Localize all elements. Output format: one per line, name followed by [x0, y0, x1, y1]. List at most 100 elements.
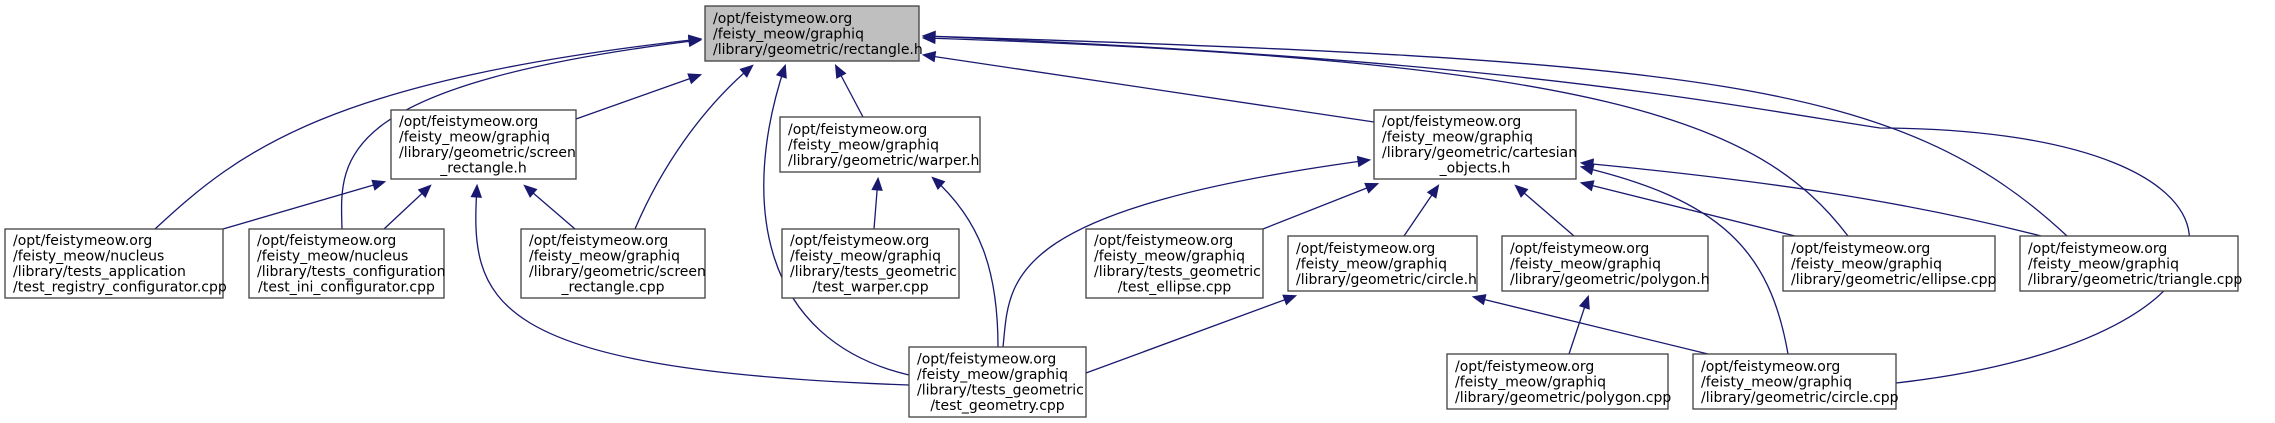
node-label-line: /opt/feistymeow.org — [399, 114, 538, 130]
node-ellipse-cpp[interactable]: /opt/feistymeow.org/feisty_meow/graphiq/… — [1782, 235, 1996, 292]
edge-circle_cpp-to-cartesian_objects_h — [1579, 164, 1789, 355]
node-box — [1085, 228, 1264, 299]
arrowhead-icon — [739, 64, 754, 78]
node-label-line: /test_warper.cpp — [812, 280, 928, 296]
arrowhead-icon — [921, 51, 937, 63]
node-test-geometry-cpp[interactable]: /opt/feistymeow.org/feisty_meow/graphiq/… — [908, 346, 1087, 418]
node-label-line: /feisty_meow/graphiq — [2028, 256, 2179, 272]
node-box — [779, 116, 981, 173]
node-label-line: /feisty_meow/graphiq — [713, 26, 864, 42]
node-label-line: /opt/feistymeow.org — [2028, 241, 2167, 257]
node-box — [908, 346, 1087, 418]
node-label-line: /feisty_meow/graphiq — [790, 249, 941, 265]
edge-circle_cpp-to-rectangle_h — [921, 30, 2191, 384]
node-polygon-cpp[interactable]: /opt/feistymeow.org/feisty_meow/graphiq/… — [1446, 353, 1671, 410]
node-label-line: /feisty_meow/graphiq — [1455, 374, 1606, 390]
edge-line — [1002, 159, 1370, 348]
node-triangle-cpp[interactable]: /opt/feistymeow.org/feisty_meow/graphiq/… — [2019, 235, 2242, 292]
node-rectangle-h[interactable]: /opt/feistymeow.org/feisty_meow/graphiq/… — [704, 5, 923, 62]
arrowhead-icon — [775, 63, 787, 79]
node-label-line: /opt/feistymeow.org — [788, 122, 927, 138]
node-box — [1501, 235, 1709, 292]
node-box — [1373, 109, 1577, 180]
node-label-line: /library/geometric/circle.cpp — [1701, 390, 1899, 406]
edge-screen_rectangle_cpp-to-screen_rectangle_h — [523, 184, 576, 230]
edge-test_ini_configurator_cpp-to-screen_rectangle_h — [383, 184, 432, 230]
edge-line — [923, 35, 2068, 237]
node-label-line: /feisty_meow/graphiq — [1094, 249, 1245, 265]
arrowhead-icon — [1471, 294, 1487, 306]
node-label-line: /library/geometric/screen — [529, 264, 706, 280]
arrowhead-icon — [417, 184, 432, 199]
edge-warper_h-to-rectangle_h — [834, 63, 864, 118]
node-label-line: /opt/feistymeow.org — [1382, 114, 1521, 130]
node-circle-h[interactable]: /opt/feistymeow.org/feisty_meow/graphiq/… — [1287, 235, 1478, 292]
edge-line — [475, 185, 910, 386]
node-label-line: /opt/feistymeow.org — [1455, 359, 1594, 375]
node-test-registry-configurator-cpp[interactable]: /opt/feistymeow.org/feisty_meow/nucleus/… — [4, 228, 227, 299]
edge-screen_rectangle_cpp-to-rectangle_h — [634, 64, 754, 230]
edge-line — [763, 65, 910, 376]
arrowhead-icon — [687, 73, 703, 85]
arrowhead-icon — [1364, 182, 1380, 194]
node-label-line: /opt/feistymeow.org — [790, 233, 929, 249]
node-label-line: /library/tests_geometric — [790, 264, 957, 280]
edge-line — [1581, 166, 1789, 355]
node-label-line: /opt/feistymeow.org — [13, 233, 152, 249]
node-label-line: /library/geometric/polygon.cpp — [1455, 390, 1671, 406]
node-label-line: /library/tests_configuration — [257, 264, 446, 280]
node-label-line: /library/tests_application — [13, 264, 186, 280]
node-box — [4, 228, 224, 299]
node-label-line: /feisty_meow/nucleus — [13, 249, 164, 265]
node-label-line: /library/tests_geometric — [1094, 264, 1261, 280]
node-circle-cpp[interactable]: /opt/feistymeow.org/feisty_meow/graphiq/… — [1692, 353, 1899, 410]
edge-test_ellipse_cpp-to-cartesian_objects_h — [1262, 182, 1380, 230]
node-polygon-h[interactable]: /opt/feistymeow.org/feisty_meow/graphiq/… — [1501, 235, 1710, 292]
node-label-line: /library/geometric/rectangle.h — [713, 42, 923, 58]
node-label-line: _rectangle.cpp — [560, 280, 664, 296]
edge-line — [932, 177, 999, 348]
node-label-line: /library/geometric/screen — [399, 145, 576, 161]
arrowhead-icon — [687, 35, 703, 48]
node-label-line: /opt/feistymeow.org — [1791, 241, 1930, 257]
node-warper-h[interactable]: /opt/feistymeow.org/feisty_meow/graphiq/… — [779, 116, 981, 173]
edge-line — [1262, 183, 1378, 230]
edge-line — [1515, 185, 1575, 237]
node-label-line: /library/geometric/circle.h — [1296, 272, 1477, 288]
arrowhead-icon — [1578, 294, 1590, 310]
edge-test_geometry_cpp-to-screen_rectangle_h — [470, 183, 910, 386]
arrowhead-icon — [1579, 180, 1595, 192]
edge-test_ini_configurator_cpp-to-rectangle_h — [340, 35, 703, 230]
edge-test_geometry_cpp-to-cartesian_objects_h — [1002, 155, 1372, 348]
edge-line — [575, 74, 701, 120]
arrowhead-icon — [834, 63, 847, 79]
node-box — [1782, 235, 1996, 292]
arrowhead-icon — [1426, 184, 1440, 199]
edge-circle_cpp-to-circle_h — [1471, 294, 1709, 355]
edge-line — [1581, 182, 1796, 237]
node-test-ini-configurator-cpp[interactable]: /opt/feistymeow.org/feisty_meow/nucleus/… — [248, 228, 446, 299]
node-box — [2019, 235, 2239, 292]
node-label-line: /opt/feistymeow.org — [257, 233, 396, 249]
node-label-line: /feisty_meow/graphiq — [399, 130, 550, 146]
arrowhead-icon — [1579, 164, 1595, 176]
node-test-warper-cpp[interactable]: /opt/feistymeow.org/feisty_meow/graphiq/… — [781, 228, 960, 299]
node-test-ellipse-cpp[interactable]: /opt/feistymeow.org/feisty_meow/graphiq/… — [1085, 228, 1264, 299]
edge-test_geometry_cpp-to-rectangle_h — [763, 63, 910, 376]
node-label-line: /feisty_meow/graphiq — [1701, 374, 1852, 390]
arrowhead-icon — [1282, 294, 1298, 306]
edge-test_geometry_cpp-to-circle_h — [1085, 294, 1298, 374]
nodes-layer: /opt/feistymeow.org/feisty_meow/graphiq/… — [4, 5, 2242, 418]
node-label-line: /library/geometric/warper.h — [788, 153, 979, 169]
edge-test_registry_configurator_cpp-to-screen_rectangle_h — [222, 179, 387, 230]
edge-test_geometry_cpp-to-warper_h — [931, 176, 999, 348]
node-screen-rectangle-cpp[interactable]: /opt/feistymeow.org/feisty_meow/graphiq/… — [520, 228, 706, 299]
node-screen-rectangle-h[interactable]: /opt/feistymeow.org/feisty_meow/graphiq/… — [390, 109, 577, 180]
edge-triangle_cpp-to-cartesian_objects_h — [1579, 158, 2042, 237]
arrowhead-icon — [470, 183, 483, 198]
arrowhead-icon — [1356, 155, 1372, 168]
node-cartesian-objects-h[interactable]: /opt/feistymeow.org/feisty_meow/graphiq/… — [1373, 109, 1577, 180]
node-label-line: /library/geometric/cartesian — [1382, 145, 1577, 161]
edge-line — [1581, 162, 2042, 237]
